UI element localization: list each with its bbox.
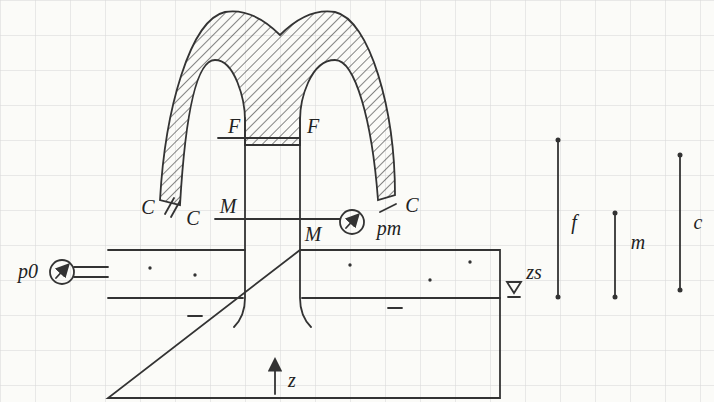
z-arrow: [274, 360, 276, 394]
dimension-dot: [678, 153, 683, 158]
dimension-label: c: [694, 212, 703, 232]
pressure-gauge: [50, 260, 74, 284]
stipple: [194, 274, 196, 276]
gauge-label: p0: [18, 261, 38, 281]
section-line: [215, 218, 340, 220]
stipple: [349, 264, 351, 266]
dimension-dot: [678, 288, 683, 293]
level-label: zs: [526, 262, 542, 282]
stipple: [149, 267, 151, 269]
gauge-needle: [346, 215, 358, 228]
section-name: F: [228, 116, 240, 136]
surface-symbol: [507, 282, 521, 293]
dimension-line: [679, 155, 681, 290]
surface-mark: [388, 307, 402, 309]
dimension-dot: [556, 295, 561, 300]
stipple: [429, 279, 431, 281]
section-mark: [165, 198, 174, 214]
gauge-label: pm: [377, 218, 401, 238]
section-name: M: [305, 224, 322, 244]
section-name: C: [405, 195, 418, 215]
section-line: [218, 137, 300, 139]
section-name: C: [186, 208, 199, 228]
hatched-arch: [160, 11, 395, 205]
pressure-gauge: [340, 210, 364, 234]
gauge-pipe: [74, 267, 108, 277]
dimension-label: f: [571, 212, 577, 232]
stipple: [469, 261, 471, 263]
section-mark: [380, 204, 396, 212]
dimension-dot: [556, 138, 561, 143]
section-name: M: [220, 196, 237, 216]
dimension-dot: [613, 295, 618, 300]
pipe-wall: [300, 118, 311, 327]
section-mark: [171, 201, 180, 217]
water-surface: [108, 297, 500, 299]
tank-wall: [108, 250, 500, 398]
section-name: C: [141, 197, 154, 217]
dimension-label: m: [631, 232, 645, 252]
section-name: F: [307, 116, 319, 136]
gauge-needle: [56, 265, 68, 278]
dimension-line: [557, 140, 559, 297]
dimension-line: [614, 213, 616, 297]
axis-label: z: [288, 370, 296, 390]
surface-mark: [188, 315, 202, 317]
surface-symbol: [508, 296, 520, 298]
dimension-dot: [613, 211, 618, 216]
